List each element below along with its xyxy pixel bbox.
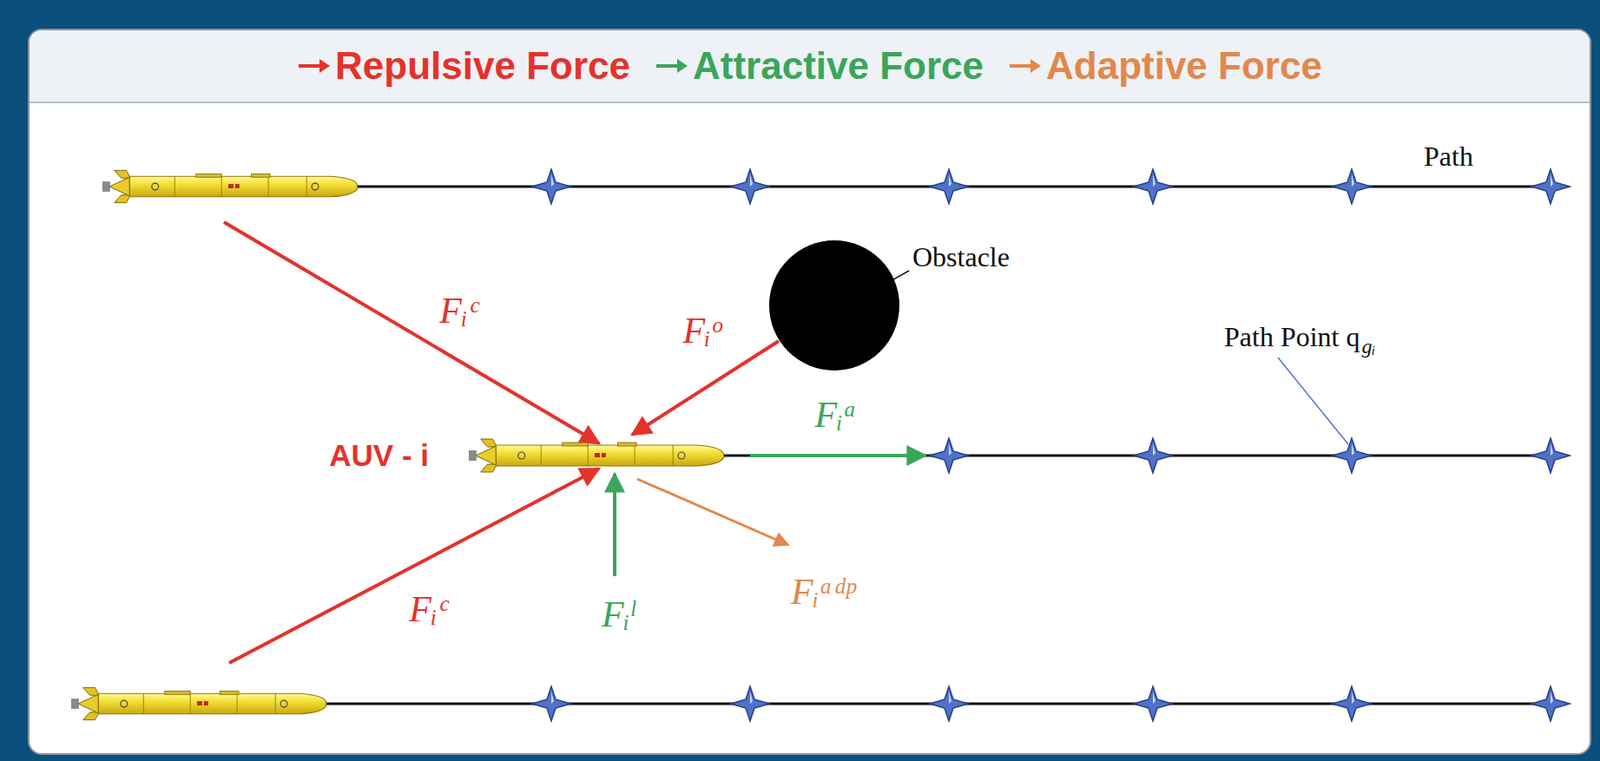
force-arrow [223, 222, 926, 664]
obstacle-node: Obstacle [768, 239, 901, 372]
legend-text: Adaptive Force [1046, 44, 1323, 88]
leader-line [1277, 357, 1349, 445]
legend-arrow [296, 52, 332, 80]
path-line [321, 186, 1561, 705]
path-point-label: Path Point q [1224, 321, 1360, 354]
legend-arrow [1007, 52, 1043, 80]
obstacle-label: Obstacle [912, 241, 1010, 274]
force-label: Fᵢˡ [601, 594, 635, 635]
legend-arrow-shaft [1009, 64, 1034, 68]
legend-arrow-shaft [298, 64, 323, 68]
legend-item: Adaptive Force [1007, 44, 1323, 88]
force-label: Fᵢᵃ [814, 395, 857, 435]
auv-shape [468, 436, 725, 475]
auv-vehicle [102, 170, 358, 203]
legend-bar: Repulsive Force Attractive Force Adaptive … [29, 30, 1590, 104]
force-label: Fᵢᶜ [439, 290, 477, 331]
legend-item: Repulsive Force [296, 44, 631, 88]
auv-vehicle [71, 687, 327, 720]
legend-text: Repulsive Force [335, 44, 631, 88]
path-point-subscript: gᵢ [1361, 335, 1376, 359]
legend-arrow-head [319, 59, 330, 73]
obstacle-shape [768, 239, 901, 372]
auv-vehicle [468, 439, 725, 473]
legend-arrow [654, 52, 690, 80]
legend-arrow-head [1030, 59, 1041, 73]
legend-arrow-shaft [656, 64, 681, 68]
legend-arrow-head [677, 59, 688, 73]
path-label: Path [1423, 140, 1474, 173]
auv-node: AUV - i [468, 436, 725, 475]
force-connector [632, 341, 779, 435]
legend-item: Attractive Force [654, 44, 984, 88]
force-label: Fᵢᶜ [408, 589, 447, 630]
auv-label: AUV - i [329, 438, 429, 474]
force-label: Fᵢᵃᵈᵖ [790, 572, 856, 613]
legend-text: Attractive Force [692, 44, 984, 88]
force-label: Fᵢᵒ [682, 310, 721, 351]
obstacle-circle [769, 240, 900, 371]
